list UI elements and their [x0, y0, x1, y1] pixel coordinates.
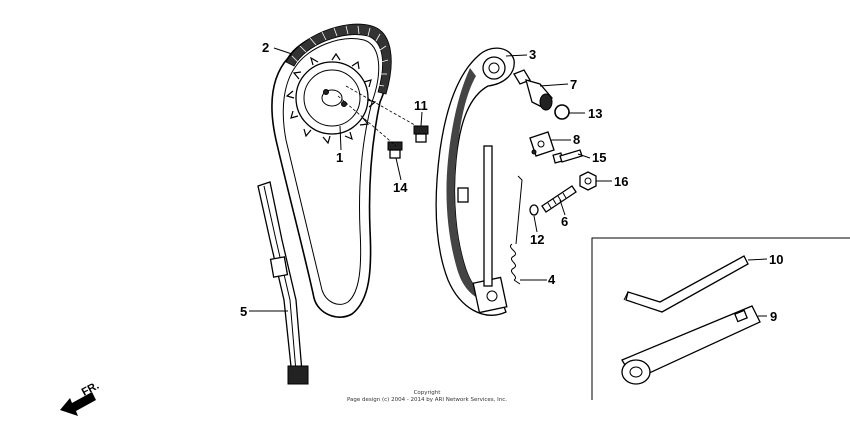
adjuster-bolt [541, 185, 577, 213]
tensioner-spring [510, 175, 523, 285]
callout-12: 12 [530, 232, 544, 247]
copyright-line-1: Copyright [414, 390, 442, 396]
direction-arrow-icon [60, 392, 96, 416]
callout-1: 1 [336, 150, 343, 165]
bolt-11 [413, 125, 429, 143]
callout-2: 2 [262, 40, 269, 55]
copyright-line-2: Page design (c) 2004 - 2014 by ARI Netwo… [347, 397, 507, 403]
direction-label: FR. [80, 380, 101, 399]
tensioner-arm [435, 47, 515, 316]
callout-5: 5 [240, 304, 247, 319]
tools-inset [591, 237, 850, 400]
tensioner-plunger [513, 69, 553, 111]
callout-8: 8 [573, 132, 580, 147]
stopper-plate [529, 131, 555, 157]
tool-wrench-10 [623, 255, 749, 313]
tool-wrench-9 [621, 305, 761, 385]
callout-4: 4 [548, 272, 556, 287]
callout-13: 13 [588, 106, 602, 121]
cam-chain [271, 23, 392, 318]
callout-7: 7 [570, 77, 577, 92]
nut-16 [579, 171, 597, 191]
callout-10: 10 [769, 252, 783, 267]
o-ring [554, 104, 570, 120]
callout-3: 3 [529, 47, 536, 62]
callout-6: 6 [561, 214, 568, 229]
callout-9: 9 [770, 309, 777, 324]
bolt-15 [552, 149, 583, 164]
leader-lines [249, 47, 768, 317]
chain-guide [257, 181, 309, 385]
washer-12 [529, 204, 539, 216]
callout-14: 14 [393, 180, 408, 195]
alignment-lines [337, 85, 421, 147]
callout-15: 15 [592, 150, 606, 165]
bolt-14 [387, 141, 403, 159]
callout-16: 16 [614, 174, 628, 189]
callout-11: 11 [414, 98, 428, 113]
cam-sprocket [285, 52, 377, 145]
